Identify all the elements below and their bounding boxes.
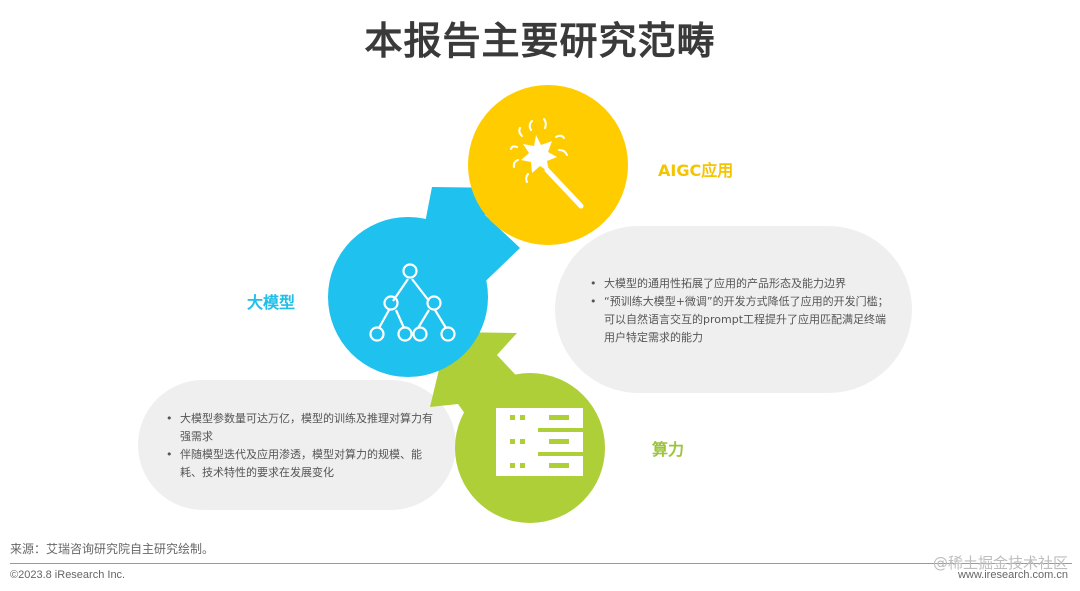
list-item: 伴随模型迭代及应用渗透，模型对算力的规模、能耗、技术特性的要求在发展变化: [166, 446, 436, 482]
source-note: 来源：艾瑞咨询研究院自主研究绘制。: [10, 542, 215, 556]
page-title: 本报告主要研究范畴: [364, 19, 716, 63]
compute-node: [455, 373, 605, 523]
site-url: www.iresearch.com.cn: [957, 569, 1068, 581]
list-item: 大模型的通用性拓展了应用的产品形态及能力边界: [590, 275, 890, 293]
list-item: 大模型参数量可达万亿，模型的训练及推理对算力有强需求: [166, 410, 436, 446]
footer-divider: [10, 563, 1072, 564]
watermark: @稀土掘金技术社区: [932, 554, 1068, 572]
model-label: 大模型: [247, 293, 296, 312]
list-item: “预训练大模型+微调”的开发方式降低了应用的开发门槛；可以自然语言交互的prom…: [590, 293, 890, 347]
aigc-label: AIGC应用: [658, 161, 734, 180]
magic-wand-icon: [510, 118, 584, 209]
server-rack-icon: [496, 408, 583, 476]
tree-hierarchy-icon: [369, 263, 456, 342]
model-node: [328, 217, 488, 377]
compute-label: 算力: [652, 440, 685, 459]
copyright: ©2023.8 iResearch Inc.: [10, 569, 126, 581]
aigc-node: [468, 85, 628, 245]
aigc-description-list: 大模型的通用性拓展了应用的产品形态及能力边界 “预训练大模型+微调”的开发方式降…: [590, 275, 890, 347]
compute-description-list: 大模型参数量可达万亿，模型的训练及推理对算力有强需求 伴随模型迭代及应用渗透，模…: [166, 410, 436, 482]
